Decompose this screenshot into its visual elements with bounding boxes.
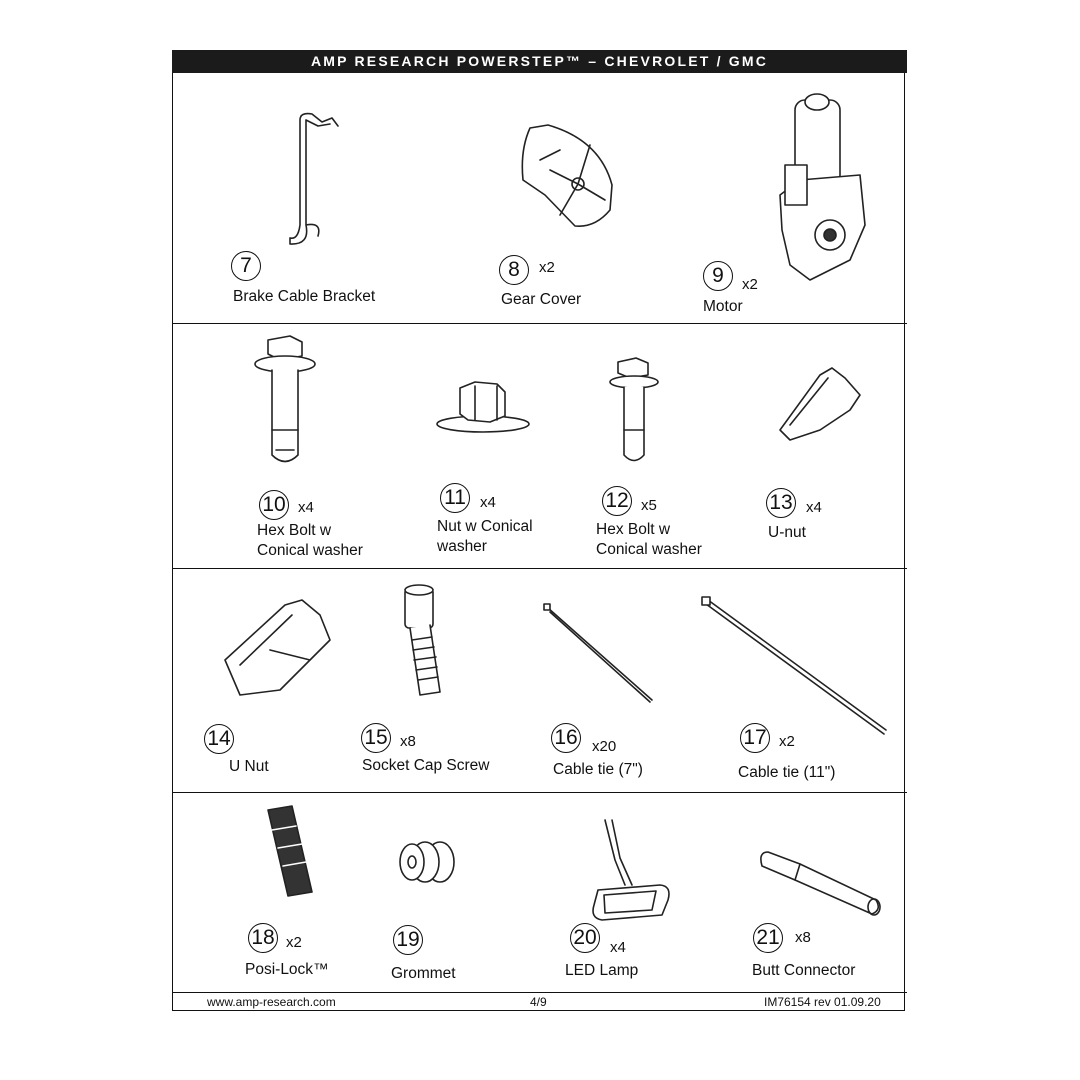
part-quantity: x4: [298, 499, 314, 516]
part-number-badge: 11: [440, 483, 470, 513]
part-number-badge: 17: [740, 723, 770, 753]
part-label: Conical washer: [596, 541, 702, 558]
part-quantity: x2: [779, 733, 795, 750]
part-label: LED Lamp: [565, 962, 639, 979]
footer-document-id: IM76154 rev 01.09.20: [764, 995, 881, 1009]
part-label: Cable tie (7"): [553, 761, 643, 778]
part-number-badge: 14: [204, 724, 234, 754]
u-nut-large-image: [224, 599, 331, 696]
cable-tie-11-image: [701, 596, 887, 735]
part-number-badge: 9: [703, 261, 733, 291]
part-number-badge: 16: [551, 723, 581, 753]
motor-image: [779, 93, 866, 281]
footer-page-number: 4/9: [530, 995, 547, 1009]
part-quantity: x2: [286, 934, 302, 951]
part-number-badge: 20: [570, 923, 600, 953]
divider: [172, 323, 907, 324]
part-label: Brake Cable Bracket: [233, 288, 376, 305]
part-label: Motor: [703, 298, 743, 315]
part-label: Cable tie (11"): [738, 764, 836, 781]
part-quantity: x2: [742, 276, 758, 293]
part-quantity: x4: [806, 499, 822, 516]
part-number-badge: 8: [499, 255, 529, 285]
part-label: Gear Cover: [501, 291, 582, 308]
divider: [172, 792, 907, 793]
divider: [172, 992, 907, 993]
part-number-badge: 21: [753, 923, 783, 953]
part-quantity: x5: [641, 497, 657, 514]
part-number-badge: 18: [248, 923, 278, 953]
cable-tie-7-image: [543, 603, 653, 703]
part-number-badge: 12: [602, 486, 632, 516]
u-nut-image: [779, 367, 861, 441]
part-label: Grommet: [391, 965, 456, 982]
part-number-badge: 15: [361, 723, 391, 753]
footer-website: www.amp-research.com: [207, 995, 336, 1009]
part-label: Posi-Lock™: [245, 961, 329, 978]
page-title: AMP RESEARCH POWERSTEP™ – CHEVROLET / GM…: [172, 50, 907, 73]
part-number-badge: 10: [259, 490, 289, 520]
grommet-image: [399, 841, 455, 883]
hex-bolt-large-image: [254, 335, 316, 463]
part-label: Hex Bolt w: [257, 522, 332, 539]
part-label: Conical washer: [257, 542, 363, 559]
part-quantity: x20: [592, 738, 617, 755]
hex-bolt-small-image: [609, 357, 659, 462]
part-label: Nut w Conical: [437, 518, 533, 535]
part-label: U-nut: [768, 524, 806, 541]
part-number-badge: 13: [766, 488, 796, 518]
gear-cover-image: [521, 124, 613, 227]
part-label: Socket Cap Screw: [362, 757, 490, 774]
part-quantity: x2: [539, 259, 555, 276]
socket-cap-screw-image: [404, 584, 441, 696]
conical-nut-image: [436, 381, 530, 433]
part-number-badge: 7: [231, 251, 261, 281]
part-number-badge: 19: [393, 925, 423, 955]
butt-connector-image: [760, 851, 881, 916]
part-quantity: x4: [480, 494, 496, 511]
brake-cable-bracket-image: [289, 112, 339, 245]
part-quantity: x4: [610, 939, 626, 956]
led-lamp-image: [592, 819, 670, 921]
part-label: washer: [437, 538, 487, 555]
part-label: Butt Connector: [752, 962, 856, 979]
part-quantity: x8: [400, 733, 416, 750]
part-label: Hex Bolt w: [596, 521, 671, 538]
part-label: U Nut: [229, 758, 269, 775]
posi-lock-image: [267, 805, 313, 897]
part-quantity: x8: [795, 929, 811, 946]
divider: [172, 568, 907, 569]
